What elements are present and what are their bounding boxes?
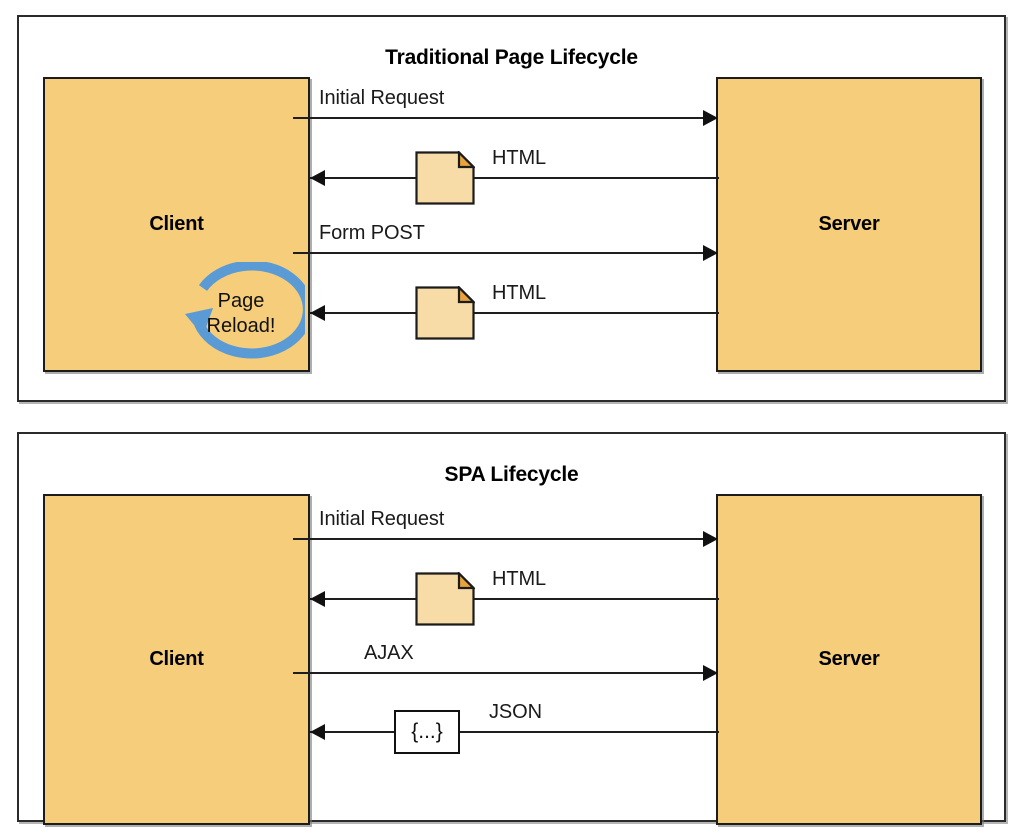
message-line-initial-request-traditional	[293, 117, 718, 119]
arrowhead-right-form-post-traditional	[703, 245, 718, 261]
json-braces-text: {...}	[411, 720, 443, 743]
page-reload-loop: Page Reload!	[177, 260, 313, 366]
message-line-html-2-traditional	[310, 312, 719, 314]
html-document-icon-2-traditional	[415, 284, 477, 340]
actor-box-client-traditional: Client	[43, 77, 310, 372]
actor-box-server-traditional: Server	[716, 77, 982, 372]
message-line-ajax-spa	[293, 672, 718, 674]
message-label-html-spa: HTML	[492, 568, 547, 590]
arrowhead-right-initial-request-traditional	[703, 110, 718, 126]
panel-title-traditional: Traditional Page Lifecycle	[385, 46, 638, 69]
actor-box-client-spa: Client	[43, 494, 310, 825]
message-label-html-2-traditional: HTML	[492, 282, 547, 304]
arrowhead-left-html-1-traditional	[310, 170, 325, 186]
message-line-html-spa	[310, 598, 719, 600]
arrowhead-left-json-spa	[310, 724, 325, 740]
message-label-html-1-traditional: HTML	[492, 147, 547, 169]
actor-label-server-traditional: Server	[818, 213, 880, 235]
arrowhead-left-html-2-traditional	[310, 305, 325, 321]
circular-refresh-arrow-icon	[185, 260, 313, 359]
message-label-initial-request-traditional: Initial Request	[319, 87, 445, 109]
actor-label-client-traditional: Client	[149, 213, 204, 235]
panel-title-spa: SPA Lifecycle	[444, 463, 579, 486]
message-label-ajax-spa: AJAX	[364, 642, 414, 664]
arrowhead-right-ajax-spa	[703, 665, 718, 681]
panel-spa-lifecycle: SPA Lifecycle Client Server Initial Requ…	[17, 432, 1006, 825]
message-line-json-spa	[310, 731, 719, 733]
actor-label-client-spa: Client	[149, 648, 204, 670]
message-line-form-post-traditional	[293, 252, 718, 254]
message-line-initial-request-spa	[293, 538, 718, 540]
message-label-json-spa: JSON	[489, 701, 542, 723]
panel-traditional-page-lifecycle: Traditional Page Lifecycle Client Server…	[17, 15, 1006, 402]
arrowhead-left-html-spa	[310, 591, 325, 607]
html-document-icon-spa	[415, 570, 477, 626]
arrowhead-right-initial-request-spa	[703, 531, 718, 547]
html-document-icon-1-traditional	[415, 149, 477, 205]
message-label-form-post-traditional: Form POST	[319, 222, 425, 244]
message-label-initial-request-spa: Initial Request	[319, 508, 445, 530]
actor-box-server-spa: Server	[716, 494, 982, 825]
json-braces-icon-spa: {...}	[394, 710, 460, 754]
message-line-html-1-traditional	[310, 177, 719, 179]
actor-label-server-spa: Server	[818, 648, 880, 670]
